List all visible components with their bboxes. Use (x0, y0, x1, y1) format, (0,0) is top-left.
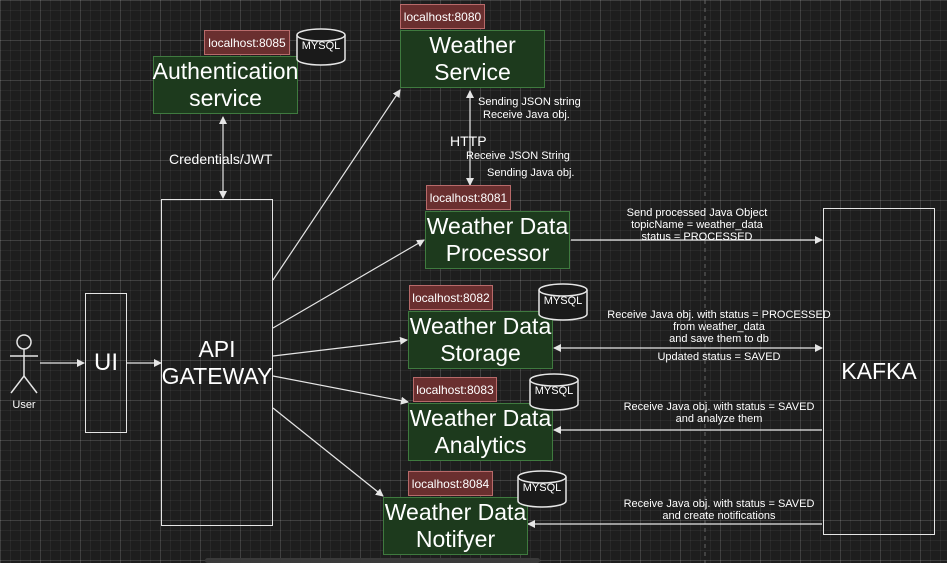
auth-db-icon: MYSQL (296, 28, 346, 66)
analytics-receive-label-1: Receive Java obj. with status = SAVED (623, 401, 815, 413)
storage-receive-label-3: and save them to db (669, 333, 769, 345)
ui-box: UI (85, 293, 127, 433)
notifyer-box: Weather Data Notifyer (383, 497, 528, 555)
auth-service-box: Authentication service (153, 56, 298, 114)
analytics-db-label: MYSQL (534, 385, 574, 397)
storage-receive-label-1: Receive Java obj. with status = PROCESSE… (607, 309, 831, 321)
ws-sending-label: Sending JSON string (478, 96, 581, 108)
storage-updated-label: Updated status = SAVED (657, 351, 781, 363)
ui-label: UI (94, 349, 118, 376)
analytics-db-icon: MYSQL (529, 373, 579, 411)
proc-receive-label: Receive JSON String (466, 150, 570, 162)
analytics-host-badge: localhost:8083 (413, 377, 497, 402)
notify-receive-label-2: and create notifications (662, 510, 776, 522)
http-label: HTTP (450, 133, 487, 149)
arrow-gateway-processor (272, 239, 425, 329)
storage-receive-label-2: from weather_data (673, 321, 765, 333)
credentials-label: Credentials/JWT (169, 151, 273, 167)
notifyer-db-label: MYSQL (522, 482, 562, 494)
storage-db-label: MYSQL (543, 295, 583, 307)
user-icon (10, 334, 38, 394)
arrow-gateway-weather-service (272, 89, 401, 281)
auth-host-badge: localhost:8085 (204, 30, 290, 55)
horizontal-scrollbar[interactable] (205, 558, 540, 563)
ws-receive-label: Receive Java obj. (483, 109, 570, 121)
api-gateway-box: API GATEWAY (161, 199, 273, 526)
kafka-box: KAFKA (823, 208, 935, 535)
database-cylinder-icon (517, 470, 567, 508)
user-label: User (12, 399, 36, 411)
send-processed-label-1: Send processed Java Object (626, 207, 768, 219)
processor-box: Weather Data Processor (425, 211, 570, 269)
storage-db-icon: MYSQL (538, 283, 588, 321)
notifyer-host-badge: localhost:8084 (408, 471, 493, 496)
send-processed-label-3: status = PROCESSED (641, 231, 753, 243)
weather-service-host-badge: localhost:8080 (400, 4, 485, 29)
analytics-box: Weather Data Analytics (408, 403, 553, 461)
weather-service-box: Weather Service (400, 30, 545, 88)
analytics-receive-label-2: and analyze them (675, 413, 763, 425)
kafka-label: KAFKA (841, 358, 917, 384)
notifyer-db-icon: MYSQL (517, 470, 567, 508)
send-processed-label-2: topicName = weather_data (631, 219, 763, 231)
processor-label: Weather Data Processor (426, 213, 569, 266)
api-gateway-label: API GATEWAY (161, 335, 273, 389)
storage-label: Weather Data Storage (409, 313, 552, 366)
auth-service-label: Authentication service (152, 58, 299, 111)
arrow-gateway-analytics (272, 375, 409, 405)
storage-box: Weather Data Storage (408, 311, 553, 369)
auth-db-label: MYSQL (301, 40, 341, 52)
notify-receive-label-1: Receive Java obj. with status = SAVED (623, 498, 815, 510)
database-cylinder-icon (538, 283, 588, 321)
analytics-label: Weather Data Analytics (409, 405, 552, 458)
storage-host-badge: localhost:8082 (409, 285, 493, 310)
arrow-gateway-storage (272, 336, 408, 357)
processor-host-badge: localhost:8081 (426, 185, 511, 210)
arrow-gateway-notifyer (272, 407, 384, 497)
notifyer-label: Weather Data Notifyer (384, 499, 527, 552)
database-cylinder-icon (529, 373, 579, 411)
proc-sending-label: Sending Java obj. (487, 167, 575, 179)
database-cylinder-icon (296, 28, 346, 66)
weather-service-label: Weather Service (429, 32, 516, 85)
